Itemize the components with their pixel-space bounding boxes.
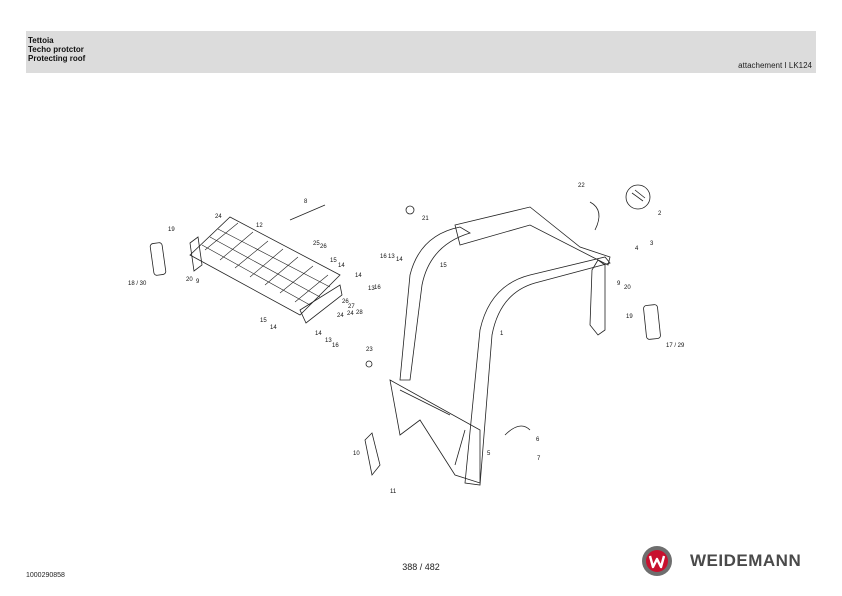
callout-14-e: 14 xyxy=(315,331,322,337)
callout-20-right: 20 xyxy=(624,285,631,291)
callout-25: 25 xyxy=(313,241,320,247)
detail-magnifier xyxy=(625,184,651,210)
callout-15-c: 15 xyxy=(440,263,447,269)
canopy-frame-front xyxy=(399,226,471,381)
callout-27: 27 xyxy=(348,304,355,310)
callout-14-b: 14 xyxy=(396,257,403,263)
callout-15-b: 15 xyxy=(260,318,267,324)
plate-part xyxy=(364,432,381,476)
callout-3: 3 xyxy=(650,241,654,247)
callout-20-left: 20 xyxy=(186,277,193,283)
callout-26-a: 26 xyxy=(320,244,327,250)
callout-13-b: 13 xyxy=(388,254,395,260)
callout-9-left: 9 xyxy=(196,279,200,285)
exploded-view-drawing: 1 2 3 4 5 6 7 8 9 9 10 11 12 13 13 13 14… xyxy=(128,183,685,495)
title-italian: Tettoia xyxy=(28,36,54,45)
mirror-left xyxy=(149,242,167,276)
callout-5: 5 xyxy=(487,451,491,457)
callout-12: 12 xyxy=(256,223,263,229)
callout-13-c: 13 xyxy=(325,338,332,344)
callout-9-right: 9 xyxy=(617,281,621,287)
callout-19-left: 19 xyxy=(168,227,175,233)
model-label: attachement I LK124 xyxy=(738,61,812,70)
callout-24-b: 24 xyxy=(337,313,344,319)
callout-15-a: 15 xyxy=(330,258,337,264)
page-number: 388 / 482 xyxy=(402,562,440,572)
canopy-frame-side xyxy=(464,256,611,486)
title-spanish: Techo protctor xyxy=(28,45,84,54)
reflector-part xyxy=(365,360,373,368)
callout-16-a: 16 xyxy=(380,254,387,260)
mirror-right xyxy=(643,304,661,340)
callout-22: 22 xyxy=(578,183,585,189)
callout-26-b: 26 xyxy=(342,299,349,305)
callout-14-c: 14 xyxy=(355,273,362,279)
callout-13-a: 13 xyxy=(368,286,375,292)
left-bracket xyxy=(189,236,203,272)
callout-18-30: 18 / 30 xyxy=(128,281,147,287)
callout-24-c: 24 xyxy=(347,311,354,317)
canopy-roof xyxy=(454,206,611,266)
title-english: Protecting roof xyxy=(28,54,86,63)
callout-16-b: 16 xyxy=(374,285,381,291)
callout-4-right: 4 xyxy=(635,246,639,252)
weidemann-logo-icon xyxy=(642,546,672,576)
callout-23: 23 xyxy=(366,347,373,353)
canopy-base xyxy=(389,379,481,484)
callout-10: 10 xyxy=(353,451,360,457)
knob-part xyxy=(405,205,415,215)
callout-16-c: 16 xyxy=(332,343,339,349)
canopy-side-frame-right xyxy=(589,259,606,336)
callout-2: 2 xyxy=(658,211,662,217)
callout-28: 28 xyxy=(356,310,363,316)
cable-part xyxy=(589,201,600,231)
callout-24-a: 24 xyxy=(215,214,222,220)
callout-6: 6 xyxy=(536,437,540,443)
callout-8: 8 xyxy=(304,199,308,205)
page-header: Tettoia Techo protctor Protecting roof a… xyxy=(26,31,816,73)
callout-14-d: 14 xyxy=(270,325,277,331)
callout-1: 1 xyxy=(500,331,504,337)
rod-part xyxy=(289,204,326,221)
cable-bottom xyxy=(504,425,531,436)
callout-17-29: 17 / 29 xyxy=(666,343,685,349)
roof-grid-cells xyxy=(201,222,331,306)
callout-11: 11 xyxy=(390,489,397,495)
callout-19-right: 19 xyxy=(626,314,633,320)
right-bracket xyxy=(299,284,343,324)
callout-21: 21 xyxy=(422,216,429,222)
callout-7: 7 xyxy=(537,456,541,462)
callout-labels: 1 2 3 4 5 6 7 8 9 9 10 11 12 13 13 13 14… xyxy=(128,183,685,495)
roof-grid-panel xyxy=(189,216,341,316)
callout-14-a: 14 xyxy=(338,263,345,269)
brand-name: WEIDEMANN xyxy=(690,551,802,570)
document-number: 1000290858 xyxy=(26,572,65,579)
